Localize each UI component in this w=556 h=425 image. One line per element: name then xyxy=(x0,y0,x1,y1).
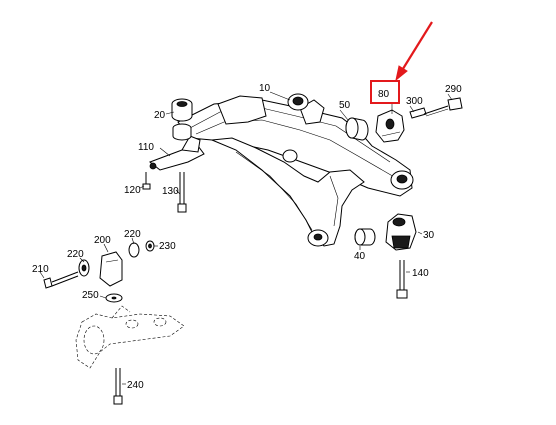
callout-210: 210 xyxy=(32,264,49,275)
nut-230 xyxy=(145,240,155,252)
bolt-290 xyxy=(423,97,463,117)
callout-110: 110 xyxy=(138,142,154,153)
washer-250 xyxy=(105,293,123,303)
callout-300: 300 xyxy=(406,96,423,107)
subframe-assembly xyxy=(149,93,414,247)
highlight-annotation xyxy=(370,21,433,104)
bolt-300 xyxy=(409,107,427,119)
mount-80 xyxy=(375,109,405,143)
highlight-arrow-head xyxy=(395,65,408,82)
callout-230: 230 xyxy=(159,241,176,252)
bolt-120 xyxy=(142,172,151,190)
callout-80: 80 xyxy=(378,89,390,100)
bushing-40 xyxy=(354,228,376,246)
callout-290: 290 xyxy=(445,84,462,95)
callout-labels: 10 20 30 40 50 80 110 120 130 140 200 21… xyxy=(32,83,462,391)
highlight-box xyxy=(370,80,400,104)
washer-220-left xyxy=(78,259,90,277)
bolt-240 xyxy=(113,368,123,405)
highlight-arrow-shaft xyxy=(400,21,433,73)
callout-140: 140 xyxy=(412,268,429,279)
bushing-50 xyxy=(345,117,369,141)
leader-lines xyxy=(39,91,453,385)
callout-50: 50 xyxy=(339,100,351,111)
callout-40: 40 xyxy=(354,251,366,262)
callout-120: 120 xyxy=(124,185,141,196)
mount-30 xyxy=(385,213,417,251)
callout-220-right: 220 xyxy=(124,229,141,240)
bolt-130 xyxy=(177,172,187,213)
callout-220-left: 220 xyxy=(67,249,84,260)
bolt-210 xyxy=(43,271,79,289)
callout-30: 30 xyxy=(423,230,435,241)
callout-20: 20 xyxy=(154,110,166,121)
phantom-wheel-carrier xyxy=(75,305,185,369)
bushing-20 xyxy=(171,98,193,141)
bushing-200 xyxy=(99,251,123,287)
callout-10: 10 xyxy=(259,83,271,94)
washer-220-right xyxy=(128,242,140,258)
bolt-140 xyxy=(396,260,408,299)
callout-240: 240 xyxy=(127,380,144,391)
callout-250: 250 xyxy=(82,290,99,301)
callout-130: 130 xyxy=(162,186,179,197)
callout-200: 200 xyxy=(94,235,111,246)
